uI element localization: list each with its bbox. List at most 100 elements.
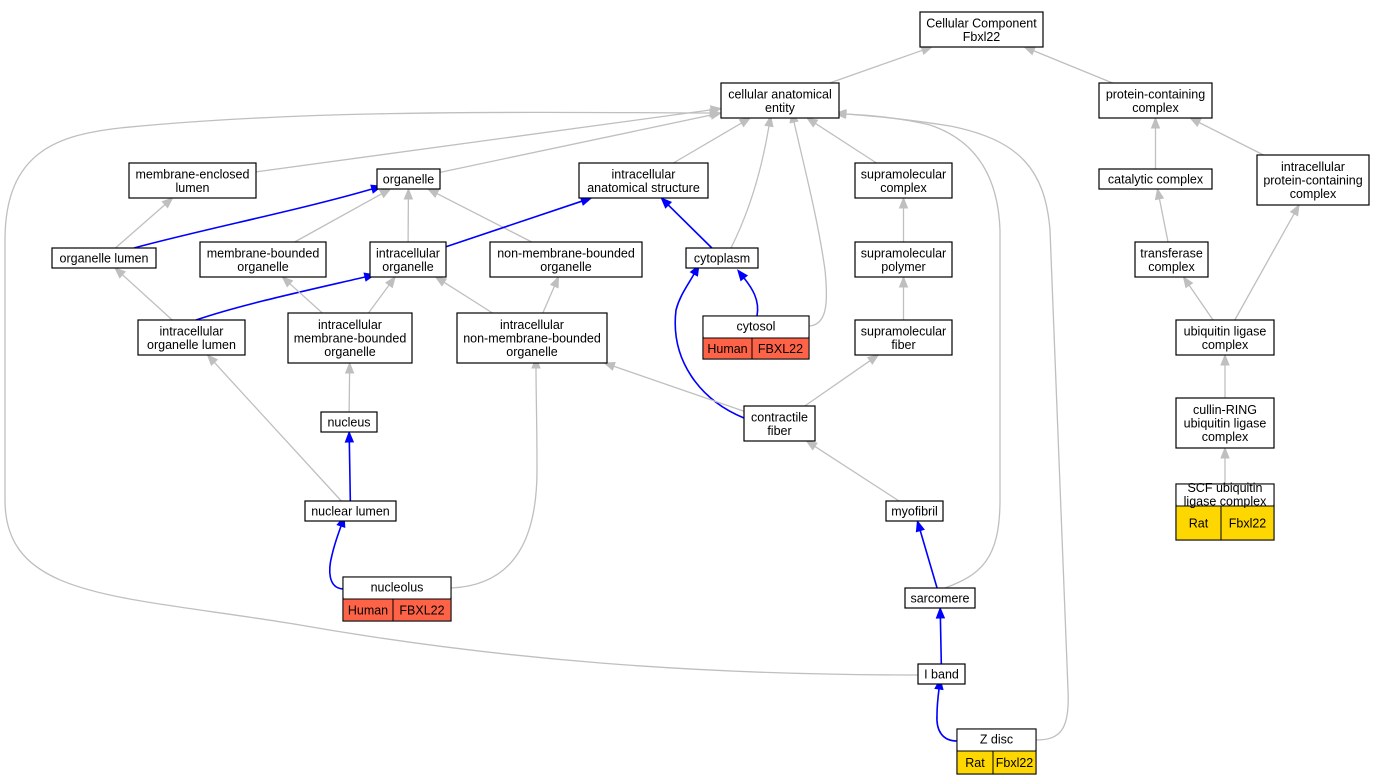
node-box bbox=[1256, 154, 1370, 206]
node-label-line: cellular anatomical bbox=[728, 87, 832, 101]
edge-line bbox=[289, 283, 323, 314]
node-box bbox=[287, 312, 413, 364]
edge-line bbox=[613, 365, 745, 412]
node-myof[interactable]: myofibril bbox=[885, 500, 944, 522]
node-label-line: anatomical structure bbox=[587, 181, 700, 195]
node-label-line: intracellular bbox=[160, 324, 224, 338]
edge-arrowhead bbox=[206, 354, 219, 366]
edge-nmbo-to-org bbox=[426, 188, 533, 243]
edge-mbo-to-org bbox=[294, 188, 392, 243]
edge-supfib-to-suppoly bbox=[898, 275, 909, 320]
node-label-line: organelle bbox=[383, 173, 434, 187]
edge-line bbox=[730, 125, 770, 249]
edge-scf-to-crl bbox=[1220, 446, 1230, 484]
node-label-line: intracellular bbox=[318, 318, 382, 332]
edge-cytosol-to-cae bbox=[789, 110, 828, 327]
node-box bbox=[199, 241, 327, 278]
edge-arrowhead bbox=[1188, 117, 1202, 127]
edge-line bbox=[133, 188, 373, 249]
node-box bbox=[304, 500, 397, 522]
node-nlumen[interactable]: nuclear lumen bbox=[304, 500, 397, 522]
node-iband[interactable]: I band bbox=[917, 663, 966, 685]
node-box bbox=[578, 162, 709, 199]
edge-io-to-org bbox=[403, 187, 414, 243]
node-sarc[interactable]: sarcomere bbox=[904, 587, 976, 609]
edge-arrowhead bbox=[805, 117, 819, 128]
annotation-gene: Fbxl22 bbox=[996, 756, 1034, 770]
edge-arrowhead bbox=[434, 276, 448, 287]
edge-arrowhead bbox=[915, 519, 925, 533]
node-orglumen[interactable]: organelle lumen bbox=[51, 247, 157, 269]
node-label-line: complex bbox=[880, 181, 927, 195]
edge-iol-to-orglumen bbox=[114, 267, 173, 321]
edge-line bbox=[1188, 284, 1214, 321]
edge-ulc-to-trans bbox=[1182, 275, 1214, 321]
annotation-band bbox=[957, 751, 1036, 774]
node-label-line: myofibril bbox=[891, 505, 938, 519]
edge-zdisc-to-cae bbox=[834, 109, 1069, 741]
node-label-line: complex bbox=[1290, 187, 1337, 201]
edge-line bbox=[829, 49, 923, 84]
edge-line bbox=[804, 360, 871, 407]
node-box bbox=[456, 312, 608, 364]
node-label-line: lumen bbox=[175, 181, 209, 195]
edge-cytosol-to-cyto bbox=[736, 269, 759, 317]
edge-layer bbox=[4, 46, 1300, 742]
edge-arrowhead bbox=[403, 187, 414, 200]
node-label-line: supramolecular bbox=[861, 324, 946, 338]
node-nucleus[interactable]: nucleus bbox=[320, 411, 378, 433]
node-inmbo[interactable]: intracellularnon-membrane-boundedorganel… bbox=[456, 312, 608, 364]
edge-imbo-to-mbo bbox=[281, 276, 323, 314]
edge-arrowhead bbox=[709, 108, 722, 118]
node-box bbox=[1134, 241, 1209, 278]
node-box bbox=[720, 82, 840, 119]
edge-arrowhead bbox=[426, 188, 440, 198]
edge-arrowhead bbox=[764, 114, 774, 128]
edge-iband-to-cae bbox=[4, 108, 919, 676]
edge-line bbox=[348, 441, 352, 502]
edge-line bbox=[4, 111, 919, 676]
node-label-area bbox=[1176, 484, 1274, 504]
node-box bbox=[743, 405, 816, 442]
edge-line bbox=[367, 284, 390, 314]
node-label-line: nucleolus bbox=[371, 581, 424, 595]
edge-line bbox=[443, 281, 493, 314]
node-cat[interactable]: catalytic complex bbox=[1098, 168, 1213, 190]
node-org[interactable]: organelle bbox=[376, 168, 441, 190]
edge-line bbox=[542, 285, 556, 314]
edge-line bbox=[673, 122, 742, 164]
node-box bbox=[904, 587, 976, 609]
edge-line bbox=[1158, 198, 1169, 243]
node-label-line: intracellular bbox=[500, 318, 564, 332]
node-label-line: non-membrane-bounded bbox=[463, 332, 601, 346]
node-cyto[interactable]: cytoplasm bbox=[685, 247, 759, 269]
edge-line bbox=[743, 277, 759, 317]
node-label-line: membrane-bounded bbox=[294, 332, 407, 346]
node-label-line: I band bbox=[924, 668, 959, 682]
node-label-line: cytoplasm bbox=[694, 252, 750, 266]
edge-line bbox=[255, 109, 712, 173]
node-label-line: protein-containing bbox=[1106, 87, 1205, 101]
